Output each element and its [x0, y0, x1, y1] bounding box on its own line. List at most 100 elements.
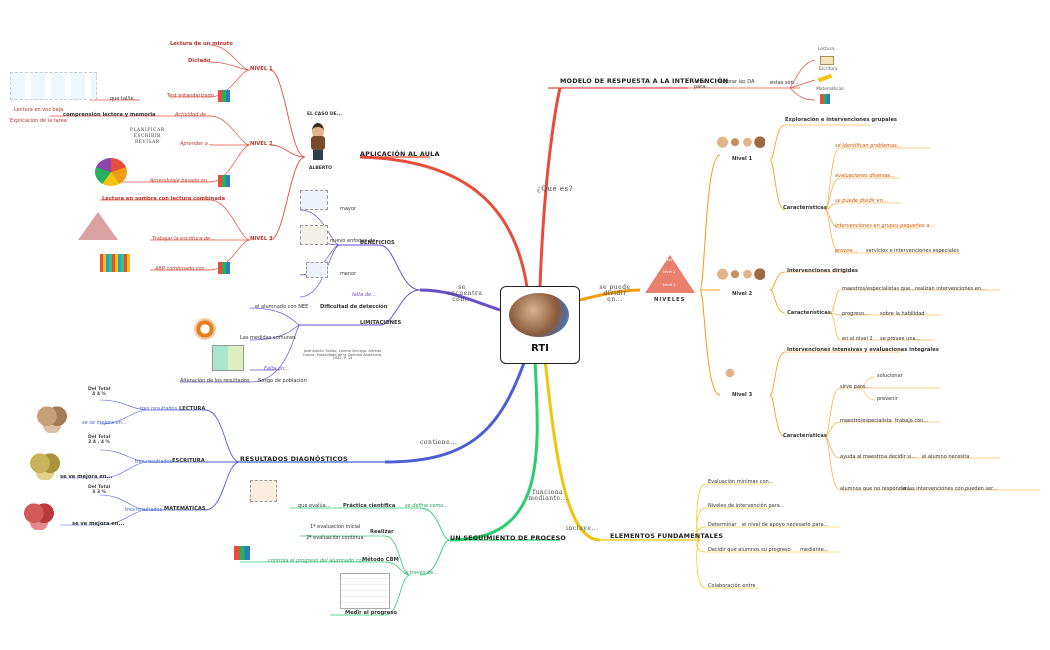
- nivel1-actividad: Actividad de...: [175, 112, 211, 118]
- n1-item-1: evaluaciones diversas...: [835, 173, 896, 179]
- pyramid-icon: [78, 212, 118, 240]
- resultados-title[interactable]: RESULTADOS DIAGNÓSTICOS: [240, 455, 348, 463]
- niveles-pyramid[interactable]: [645, 255, 695, 295]
- dificultad-label: Dificultad de detección: [320, 304, 388, 310]
- modelo-pic-mate: Matemáticas: [816, 87, 844, 92]
- pencils-icon: [100, 254, 130, 272]
- sesgo-poblacion: Sesgo de población: [258, 378, 307, 384]
- pyr-nivel1: Nivel 1: [663, 283, 676, 287]
- n3-item-9: a las intervenciones con: [903, 486, 964, 492]
- modelo-sirve: sirve para...: [694, 79, 711, 90]
- abacus-icon-n3: [218, 262, 230, 274]
- n1-car: Características: [783, 205, 827, 211]
- nivel3-node[interactable]: Nivel 3: [732, 392, 753, 398]
- center-illustration: [509, 293, 569, 337]
- seguimiento-title[interactable]: UN SEGUIMIENTO DE PROCESO: [450, 534, 567, 542]
- book-icon: [820, 56, 834, 65]
- nivel1-item-dictado: Dictado: [188, 58, 211, 64]
- mate-mejora: se ve mejora en...: [72, 521, 125, 527]
- n3-item-6: a decidir si...: [884, 454, 917, 460]
- niveles-label: NIVELES: [654, 297, 686, 303]
- n3-item-10: pueden ser...: [965, 486, 998, 492]
- infographic-icon: [10, 72, 97, 100]
- central-node[interactable]: RTI: [500, 286, 580, 364]
- n3-item-1: solucionar: [877, 373, 903, 379]
- seg-ev-continua: 2ª evaluación continua: [306, 535, 364, 541]
- alberto-label: ALBERTO: [309, 166, 333, 171]
- el-item-4: Decidir que alumnos su progreso: [708, 547, 791, 553]
- el-item-3: el nivel de apoyo necesario para...: [742, 522, 829, 528]
- n1-item-4: provee...: [835, 248, 858, 254]
- lectura-mejora: se se mejora en...: [82, 420, 127, 426]
- kids-icon-n3: [715, 365, 745, 385]
- modelo-mejorar[interactable]: Mejorar las DA: [718, 79, 755, 85]
- res-lectura: LECTURA: [179, 406, 206, 412]
- seg-realizar: Realizar: [370, 529, 394, 535]
- pct-lectura: Del Total 4 4 %: [88, 387, 111, 397]
- connector-incluye: incluye...: [566, 525, 599, 532]
- alteracion-resultados: Alteración de los resultados: [180, 378, 250, 384]
- beneficios-mayor: mayor: [340, 206, 357, 212]
- student-avatar: [309, 123, 327, 163]
- nivel1-node[interactable]: Nivel 1: [732, 156, 753, 162]
- nivel3-label[interactable]: NIVEL 3: [250, 236, 273, 242]
- el-item-2: Determinar: [708, 522, 737, 528]
- el-item-0: Evaluación mínimas con...: [708, 479, 774, 485]
- nivel1-item-lectura: Lectura de un minuto: [170, 41, 233, 47]
- n3-head: Intervenciones intensivas y evaluaciones…: [787, 347, 939, 353]
- n2-car: Características: [787, 310, 831, 316]
- medidas-comunes: Las medidas comunes: [240, 335, 296, 341]
- n3-car: Características: [783, 433, 827, 439]
- falta-en: Falta en...: [264, 366, 289, 372]
- n3-item-7: el alumno necesita: [922, 454, 970, 460]
- nivel1-comp: comprensión lectora y memoria: [63, 112, 156, 118]
- abacus-icon-n1: [218, 90, 230, 102]
- seg-que-evalua: que evalúa...: [298, 503, 331, 509]
- limitaciones-label[interactable]: LIMITACIONES: [360, 320, 402, 326]
- aula-title[interactable]: APLICACIÓN AL AULA: [360, 150, 440, 158]
- alumnado-nee: el alumnado con NEE: [255, 304, 309, 310]
- beneficio-img-3: [306, 262, 328, 278]
- beneficio-img-2: [300, 225, 328, 245]
- nivel1-item-test: Test estandarizado: [167, 93, 214, 99]
- nivel3-abp-comb: ABP combinado con...: [155, 266, 210, 272]
- n1-item-2: se puede dividir en...: [835, 198, 888, 204]
- venn-escritura: [28, 452, 62, 480]
- connector-se-puede: se puede dividir en...: [599, 284, 631, 303]
- nivel1-label[interactable]: NIVEL 1: [250, 66, 273, 72]
- beneficio-img-1: [300, 190, 328, 210]
- abp-icon: [95, 158, 127, 186]
- n3-item-4: trabaja con...: [895, 418, 929, 424]
- beneficios-menor: menor: [340, 271, 357, 277]
- n1-item-5: servicios e intervenciones especiales: [866, 248, 959, 254]
- n2-item-3: sobre la habilidad: [880, 311, 925, 317]
- seg-medir: Medir el progreso: [345, 610, 397, 616]
- nivel2-lectura-voz: Lectura en voz baja: [14, 107, 64, 113]
- n2-head: Intervenciones dirigidas: [787, 268, 858, 274]
- modelo-title[interactable]: MODELO DE RESPUESTA A LA INTERVENCIÓN: [560, 77, 729, 85]
- nivel3-sombra: Lectura en sombra con lectura combinada: [102, 196, 226, 202]
- n2-item-0: maestros/especialistas que...: [842, 286, 915, 292]
- elementos-title[interactable]: ELEMENTOS FUNDAMENTALES: [610, 532, 724, 540]
- n1-item-0: se identifican problemas...: [835, 143, 902, 149]
- connector-se-encuentra: se encuentra con...: [447, 284, 483, 303]
- pct-escritura: Del Total 2 4 , 4 %: [88, 435, 111, 445]
- seg-ev-inicial: 1ª evaluación inicial: [310, 524, 361, 530]
- cbm-img: [234, 546, 250, 560]
- kids-icon-n1: [715, 135, 765, 153]
- nivel3-trabajar: Trabajar la escritura de...: [152, 236, 215, 242]
- abacus-icon-n2: [218, 175, 230, 187]
- n2-item-1: realizan intervenciones en...: [915, 286, 986, 292]
- nivel2-node[interactable]: Nivel 2: [732, 291, 753, 297]
- res-escritura: ESCRITURA: [172, 458, 205, 464]
- n3-item-0: sirve para...: [840, 384, 870, 390]
- nivel2-explicacion: Explicación de la tarea: [10, 118, 67, 124]
- nivel2-label[interactable]: NIVEL 2: [250, 141, 273, 147]
- connector-que-es: ¿Qué es?: [537, 185, 573, 193]
- beneficios-label[interactable]: BENEFICIOS: [360, 240, 395, 246]
- modelo-pic-escritura: Escritura: [818, 67, 838, 72]
- caso-label: EL CASO DE...: [307, 112, 342, 117]
- center-title: RTI: [531, 343, 549, 354]
- nivel2-plan: PLANIFICAR ESCRIBIR REVISAR: [130, 128, 165, 146]
